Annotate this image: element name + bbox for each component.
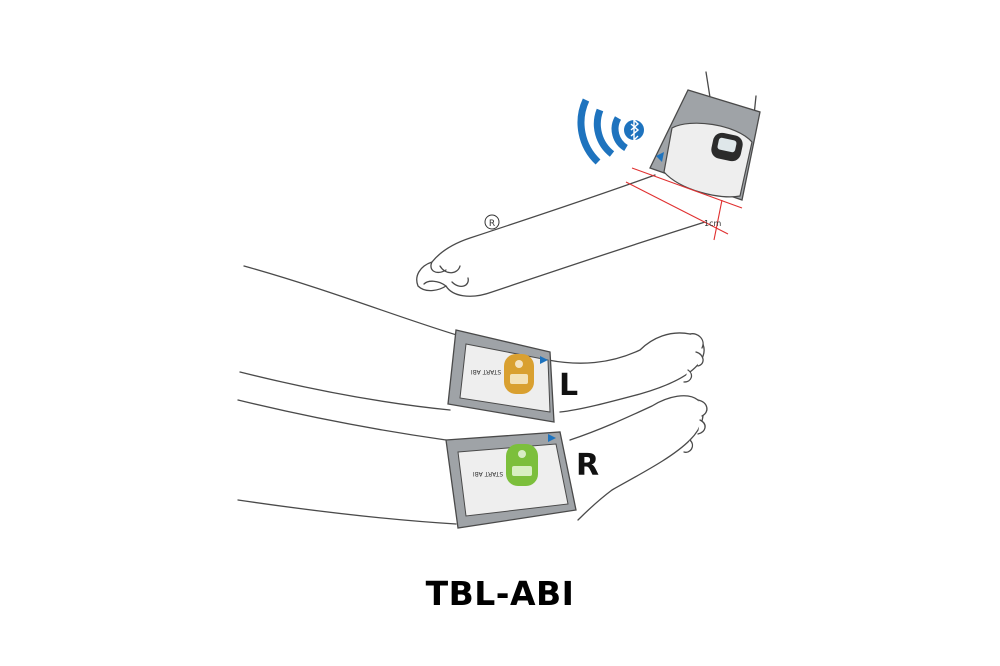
arrow-marker-icon bbox=[548, 434, 556, 442]
bluetooth-icon bbox=[624, 119, 644, 142]
right-toes bbox=[683, 399, 708, 453]
arm-illustration bbox=[416, 71, 757, 297]
left-cuff-button-window bbox=[510, 374, 528, 384]
left-cuff-text: START ABI bbox=[471, 368, 502, 375]
measurement-line-top bbox=[631, 167, 743, 209]
arm-side-marker: R bbox=[489, 219, 495, 229]
arrow-marker-icon bbox=[540, 356, 548, 364]
wifi-signal-icon bbox=[577, 98, 628, 165]
right-cuff: START ABI bbox=[445, 431, 577, 529]
measurement-guide bbox=[625, 167, 743, 241]
forearm bbox=[416, 174, 706, 297]
right-cuff-text: START ABI bbox=[473, 470, 504, 477]
left-cuff: START ABI bbox=[447, 329, 555, 423]
left-leg-label: L bbox=[559, 368, 579, 403]
left-leg-illustration bbox=[239, 265, 705, 413]
left-leg bbox=[239, 265, 705, 413]
measurement-tick bbox=[713, 199, 723, 241]
right-cuff-button-window bbox=[512, 466, 532, 476]
hand-fingers bbox=[423, 261, 469, 288]
right-leg-illustration bbox=[237, 395, 708, 525]
arm-cuff-screen bbox=[717, 137, 737, 153]
left-cuff-button-dot bbox=[515, 360, 523, 368]
arm-side-marker-circle bbox=[484, 214, 500, 230]
arm-cuff-panel bbox=[663, 122, 753, 198]
right-cuff-button-dot bbox=[518, 450, 526, 458]
product-title: TBL-ABI bbox=[425, 574, 575, 613]
left-toes bbox=[683, 333, 704, 383]
measurement-label: 1cm bbox=[704, 219, 721, 228]
arrow-marker-icon bbox=[656, 152, 664, 162]
measurement-line-bottom bbox=[625, 181, 729, 235]
right-leg bbox=[237, 395, 704, 525]
arm-cuff bbox=[649, 89, 761, 201]
right-leg-label: R bbox=[576, 448, 600, 483]
